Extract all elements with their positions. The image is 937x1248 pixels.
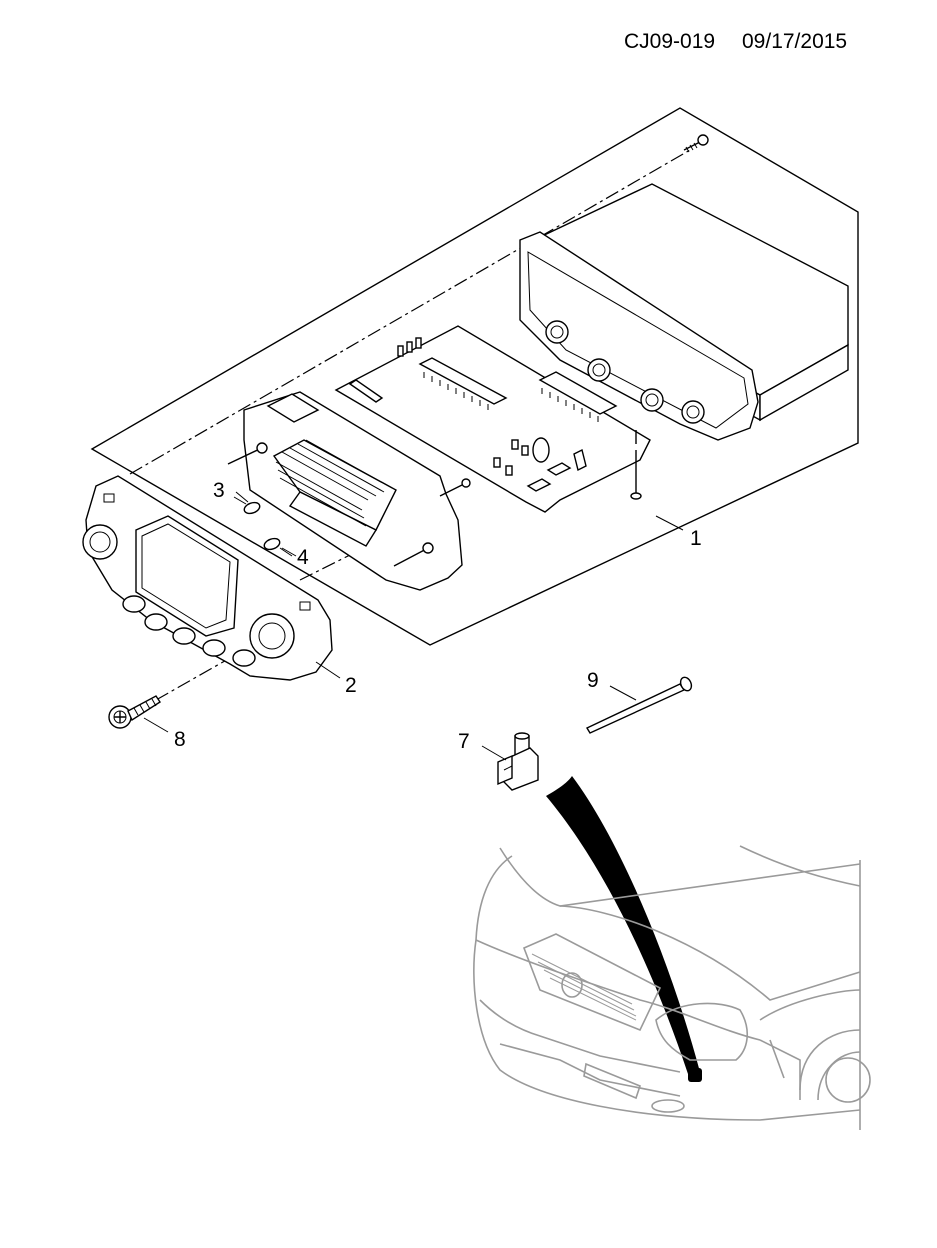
assembly-outline (90, 107, 859, 646)
circuit-board (334, 325, 651, 513)
rod-9 (586, 676, 693, 734)
top-screw (683, 134, 709, 153)
frame-screw (439, 478, 471, 497)
car-silhouette (473, 845, 871, 1130)
rear-housing (519, 183, 849, 441)
screw-8 (108, 695, 161, 729)
leader-4 (281, 547, 297, 557)
doc-date: 09/17/2015 (742, 30, 847, 53)
doc-code: CJ09-019 (624, 30, 715, 53)
location-marker (688, 1068, 702, 1082)
callout-8: 8 (174, 728, 186, 751)
inner-frame (227, 391, 463, 591)
leader-3 (235, 491, 249, 503)
callout-1: 1 (690, 527, 702, 550)
board-screw (630, 450, 642, 500)
alignment-line-top (129, 149, 691, 475)
callout-3: 3 (213, 479, 225, 502)
leader-9 (609, 685, 637, 701)
bulb-4 (263, 537, 293, 557)
bulb-3 (233, 496, 261, 515)
front-panel (82, 475, 333, 681)
location-pointer (546, 776, 700, 1074)
sensor-7 (497, 732, 539, 791)
leader-7 (481, 745, 507, 761)
callout-2: 2 (345, 674, 357, 697)
leader-1 (655, 515, 684, 531)
leader-8 (143, 717, 169, 733)
callout-9: 9 (587, 669, 599, 692)
callout-4: 4 (297, 546, 309, 569)
leader-2 (315, 661, 341, 679)
callout-7: 7 (458, 730, 470, 753)
